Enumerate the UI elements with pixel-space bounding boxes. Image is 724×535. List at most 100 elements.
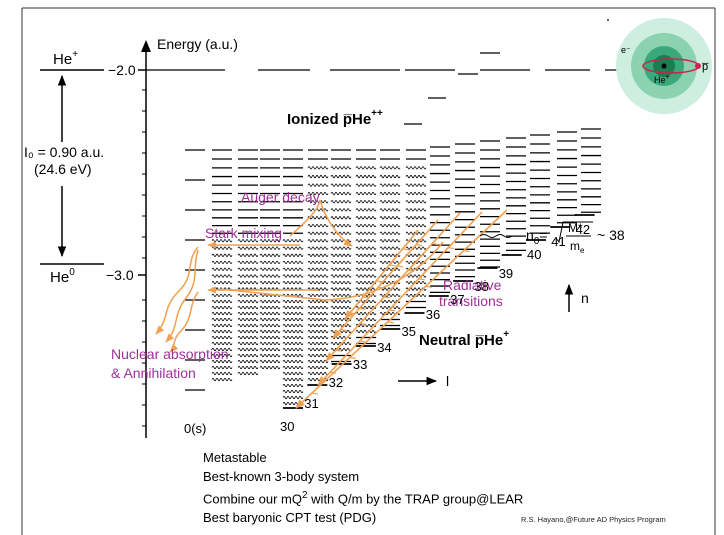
short-lived-level	[355, 253, 377, 257]
note-combine: Combine our mQ2 with Q/m by the TRAP gro…	[203, 486, 523, 508]
short-lived-level	[330, 274, 352, 278]
short-lived-level	[330, 174, 352, 179]
short-lived-level	[307, 311, 329, 316]
short-lived-level	[307, 359, 329, 364]
short-lived-level	[330, 223, 352, 228]
short-lived-level	[259, 353, 281, 358]
short-lived-level	[307, 216, 329, 220]
ionized-region-title: Ionized p̅He++	[287, 108, 383, 128]
short-lived-level	[259, 329, 281, 334]
transition-step	[358, 335, 366, 343]
short-lived-level	[211, 253, 233, 257]
short-lived-level	[282, 317, 304, 322]
short-lived-level	[259, 239, 281, 243]
short-lived-level	[355, 231, 377, 235]
short-lived-level	[211, 267, 233, 271]
short-lived-level	[211, 299, 233, 304]
short-lived-level	[237, 365, 259, 370]
short-lived-level	[307, 246, 329, 250]
antiproton-dot	[695, 63, 701, 69]
short-lived-level	[330, 231, 352, 235]
short-lived-level	[307, 280, 329, 285]
credit: R.S. Hayano,@Future AD Physics Program	[521, 515, 666, 524]
short-lived-level	[282, 239, 304, 243]
short-lived-level	[307, 253, 329, 257]
transition-step	[401, 243, 409, 251]
short-lived-level	[330, 183, 352, 187]
transition-step	[339, 324, 347, 332]
note-metastable: Metastable	[203, 450, 267, 465]
transition-step	[462, 245, 470, 253]
l-zero-label: 0(s)	[184, 421, 206, 436]
short-lived-level	[355, 223, 377, 228]
short-lived-level	[307, 347, 329, 352]
transition-step	[358, 318, 366, 326]
transition-step	[395, 260, 404, 268]
short-lived-level	[259, 305, 281, 310]
short-lived-level	[237, 246, 259, 250]
energy-axis-arrowhead	[141, 40, 151, 52]
transition-step	[414, 239, 423, 247]
short-lived-level	[307, 260, 329, 264]
short-lived-level	[379, 191, 401, 196]
short-lived-level	[355, 267, 377, 271]
he-zero-label: He0	[50, 267, 75, 286]
short-lived-level	[307, 329, 329, 334]
short-lived-level	[307, 274, 329, 278]
short-lived-level	[259, 267, 281, 271]
short-lived-level	[237, 267, 259, 271]
short-lived-level	[211, 280, 233, 285]
short-lived-level	[330, 246, 352, 250]
n-label-39: 39	[499, 266, 513, 281]
short-lived-level	[282, 253, 304, 257]
n-label-36: 36	[426, 307, 440, 322]
short-lived-level	[330, 267, 352, 271]
short-lived-level	[405, 287, 427, 291]
short-lived-level	[379, 274, 401, 278]
transition-line	[325, 212, 461, 362]
short-lived-level	[405, 216, 427, 220]
short-lived-level	[259, 317, 281, 322]
transition-step	[348, 352, 356, 360]
short-lived-level	[330, 293, 352, 297]
short-lived-level	[211, 317, 233, 322]
transition-step	[382, 291, 391, 299]
short-lived-level	[330, 216, 352, 220]
short-lived-level	[211, 371, 233, 376]
short-lived-level	[330, 287, 352, 291]
short-lived-level	[211, 329, 233, 334]
short-lived-level	[211, 323, 233, 328]
stark-mixing-paths	[155, 199, 444, 353]
short-lived-level	[282, 246, 304, 250]
neutral-region-title: Neutral p̅He+	[419, 329, 509, 349]
annihilation-path-2	[165, 249, 199, 343]
level-grid	[185, 128, 601, 409]
transition-step	[386, 316, 394, 324]
short-lived-level	[379, 239, 401, 243]
short-lived-level	[237, 293, 259, 297]
short-lived-level	[259, 365, 281, 370]
short-lived-level	[259, 311, 281, 316]
short-lived-level	[405, 191, 427, 196]
short-lived-level	[330, 200, 352, 204]
short-lived-level	[237, 359, 259, 364]
note-combine-sup: 2	[301, 490, 308, 501]
transition-step	[388, 259, 396, 267]
note-combine-a: Combine our mQ	[203, 491, 302, 507]
short-lived-level	[330, 329, 352, 334]
short-lived-level	[307, 208, 329, 212]
short-lived-level	[282, 280, 304, 285]
radiative-label-1: Radiative	[443, 277, 502, 293]
short-lived-level	[330, 323, 352, 328]
short-lived-level	[211, 246, 233, 250]
tick-label-minus-3: −3.0	[106, 267, 134, 283]
short-lived-level	[307, 335, 329, 340]
short-lived-level	[282, 389, 304, 394]
short-lived-level	[259, 260, 281, 264]
short-lived-level	[282, 299, 304, 304]
auger-mix-path	[219, 241, 444, 301]
transition-step	[358, 302, 366, 310]
n0-symbol: n0=	[526, 227, 548, 247]
n-label-42: 42	[576, 222, 590, 237]
